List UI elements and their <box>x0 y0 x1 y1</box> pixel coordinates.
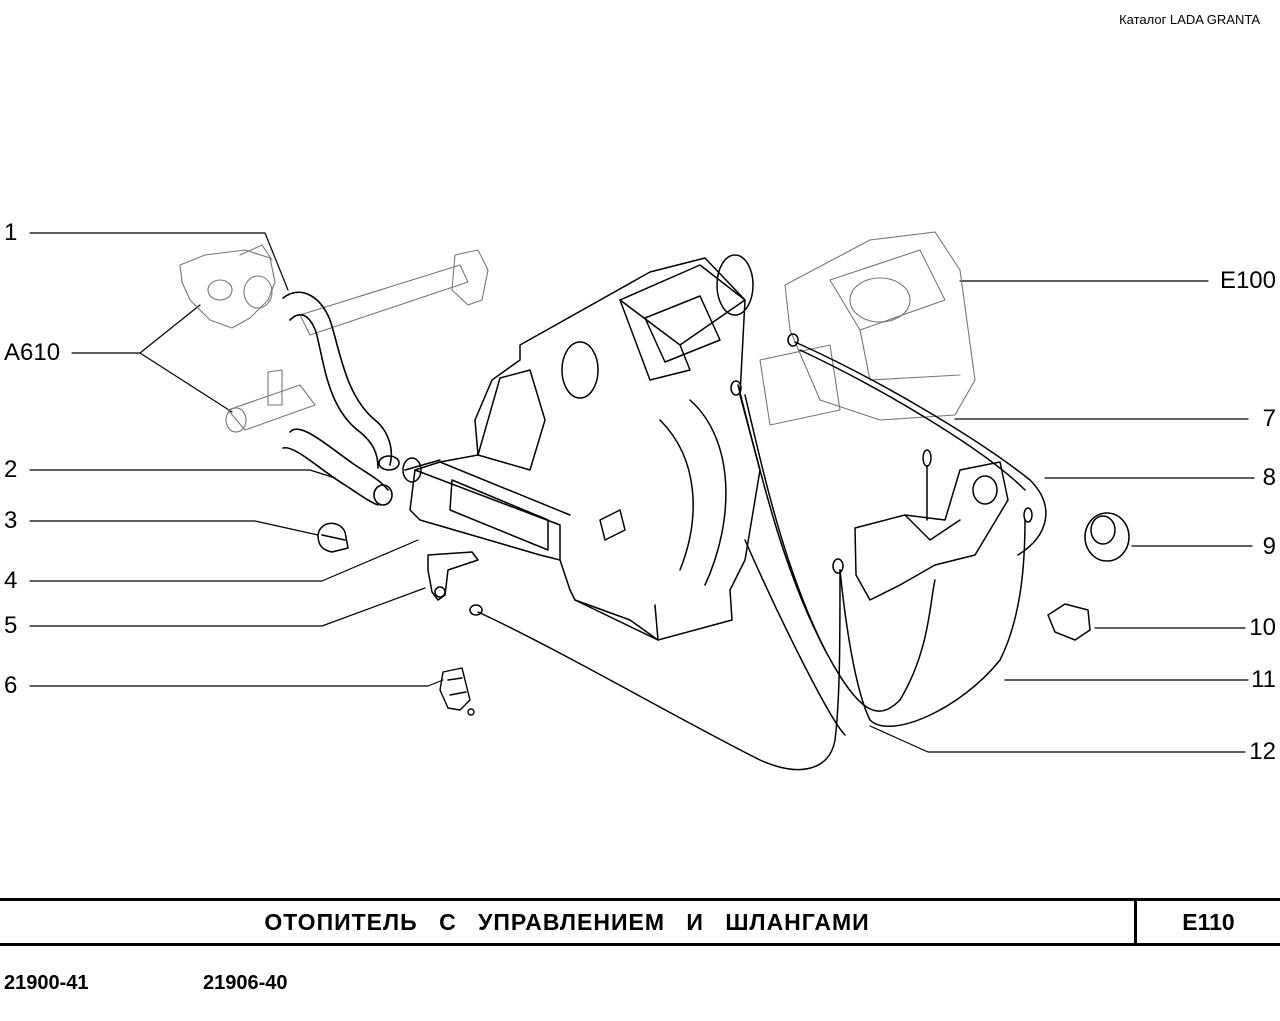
clip-6 <box>439 667 475 716</box>
model-code-2: 21906-40 <box>203 972 288 994</box>
callout-5: 5 <box>4 612 18 639</box>
callout-3: 3 <box>4 507 18 534</box>
title-bar: ОТОПИТЕЛЬ С УПРАВЛЕНИЕМ И ШЛАНГАМИ E110 <box>0 898 1280 946</box>
knob-10 <box>1047 603 1091 641</box>
callout-e100: E100 <box>1219 267 1276 294</box>
heater-radiator-tubes <box>402 457 441 483</box>
callout-6: 6 <box>4 672 18 699</box>
callout-a610: A610 <box>4 339 61 366</box>
blower-unit <box>759 231 976 426</box>
callout-11: 11 <box>1251 666 1276 693</box>
callout-4: 4 <box>4 567 18 594</box>
cables <box>469 333 1047 771</box>
callout-10: 10 <box>1249 614 1276 641</box>
catalog-header: Каталог LADA GRANTA <box>1119 12 1260 27</box>
hose-2 <box>282 428 393 506</box>
valve-actuator-5 <box>427 551 479 601</box>
callout-7: 7 <box>1262 405 1276 432</box>
callout-12: 12 <box>1249 738 1276 765</box>
thermostat-housing <box>179 244 276 329</box>
page-title: ОТОПИТЕЛЬ С УПРАВЛЕНИЕМ И ШЛАНГАМИ <box>264 909 870 935</box>
callout-9: 9 <box>1262 533 1276 560</box>
callout-8: 8 <box>1262 464 1276 491</box>
title-divider <box>1134 901 1137 943</box>
knob-9 <box>1084 512 1130 562</box>
callout-1: 1 <box>4 219 18 246</box>
section-code: E110 <box>1182 909 1235 935</box>
heater-unit <box>409 254 761 641</box>
control-unit-8 <box>854 449 1009 601</box>
hose-1 <box>282 291 400 471</box>
model-code-1: 21900-41 <box>4 972 89 994</box>
clamp-3 <box>317 522 349 553</box>
leader-lines <box>29 232 1255 753</box>
callout-2: 2 <box>4 456 18 483</box>
outlet-pipe-faint <box>225 249 489 433</box>
